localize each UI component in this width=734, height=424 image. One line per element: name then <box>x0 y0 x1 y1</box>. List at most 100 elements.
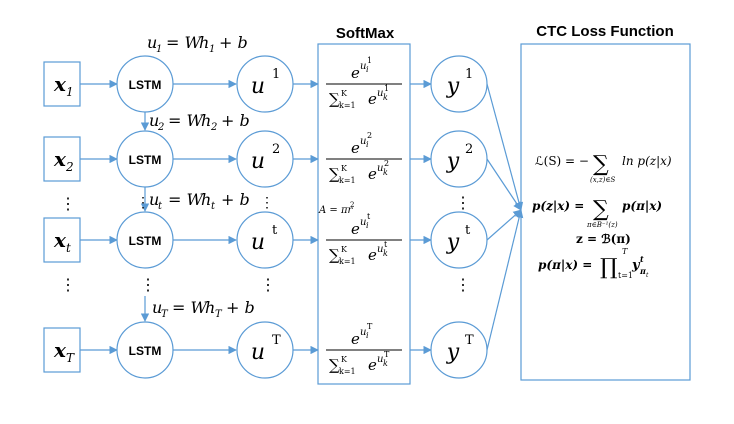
svg-text:i: i <box>366 221 369 230</box>
input-x1: x <box>53 72 67 96</box>
equation-u1: u 1 = W h 1 + b <box>147 33 248 55</box>
svg-text:e: e <box>351 139 360 157</box>
ctc-ppi-formula: p(π|x) = ∏ T t=1 y t π t <box>538 247 649 280</box>
svg-text:T: T <box>622 247 628 256</box>
svg-text:h: h <box>201 111 211 130</box>
softmax-fraction-1: e u i 1 ∑ K k=1 e u k 1 <box>326 56 402 110</box>
svg-text:p(π|x) =: p(π|x) = <box>538 258 592 272</box>
svg-text:k=1: k=1 <box>339 101 356 110</box>
input-xt-sub: t <box>66 241 71 255</box>
input-xt: x <box>53 228 67 252</box>
svg-text:2: 2 <box>210 122 217 133</box>
lstm-label-T: LSTM <box>129 344 162 358</box>
area-formula: A = πr 2 <box>318 201 354 216</box>
dots-u-low: ⋮ <box>260 275 276 294</box>
svg-text:T: T <box>161 309 169 320</box>
svg-text:∑: ∑ <box>329 165 340 183</box>
svg-text:∏: ∏ <box>600 255 618 280</box>
svg-text:u: u <box>147 33 157 52</box>
row-2: x 2 LSTM u 2 e u i 2 ∑ K k=1 e u k 2 y 2 <box>43 130 488 188</box>
softmax-box <box>317 43 411 385</box>
svg-text:1: 1 <box>384 84 389 93</box>
svg-text:∑: ∑ <box>329 246 340 264</box>
lstm-label-2: LSTM <box>129 153 162 167</box>
y-node-t-main: y <box>446 230 460 255</box>
input-xT-box <box>43 327 81 373</box>
svg-text:K: K <box>341 89 348 98</box>
svg-text:t: t <box>158 201 163 212</box>
svg-text:u: u <box>152 298 162 317</box>
ctc-loss-formula: ℒ(S) = − ∑ (x,z)∈S ln p(z|x) <box>535 152 672 184</box>
input-x2: x <box>53 147 67 171</box>
svg-text:2: 2 <box>367 131 372 140</box>
svg-text:K: K <box>341 164 348 173</box>
svg-text:1: 1 <box>209 44 215 55</box>
svg-text:u: u <box>377 354 383 365</box>
edge-yt-ctc <box>486 209 522 241</box>
svg-text:ln p(z|x): ln p(z|x) <box>622 154 672 168</box>
svg-text:i: i <box>366 331 369 340</box>
lstm-label-1: LSTM <box>129 78 162 92</box>
dots-input-mid: ⋮ <box>60 194 76 213</box>
input-xT-sub: T <box>66 351 75 365</box>
svg-text:t: t <box>211 201 216 212</box>
input-x2-sub: 2 <box>65 160 74 174</box>
svg-text:2: 2 <box>384 159 389 168</box>
svg-text:k: k <box>383 93 388 102</box>
svg-text:k=1: k=1 <box>339 176 356 185</box>
ctc-box <box>520 43 691 381</box>
svg-text:i: i <box>366 65 369 74</box>
y-node-t-sup: t <box>465 223 471 238</box>
svg-text:T: T <box>367 322 373 331</box>
svg-text:u: u <box>377 88 383 99</box>
softmax-header: SoftMax <box>336 25 395 42</box>
svg-text:= W: = W <box>168 111 204 130</box>
svg-text:e: e <box>368 90 377 108</box>
softmax-fraction-2: e u i 2 ∑ K k=1 e u k 2 <box>326 131 402 185</box>
svg-text:u: u <box>360 136 366 147</box>
svg-text:π∈B⁻¹(z): π∈B⁻¹(z) <box>586 221 618 229</box>
u-node-2-main: u <box>251 149 265 174</box>
u-node-1-sup: 1 <box>272 67 280 82</box>
svg-text:K: K <box>341 245 348 254</box>
input-x1-sub: 1 <box>66 85 74 99</box>
y-node-T-sup: T <box>465 333 474 348</box>
softmax-fraction-t: e u i t ∑ K k=1 e u k t <box>326 212 402 266</box>
svg-text:(x,z)∈S: (x,z)∈S <box>590 176 616 184</box>
svg-text:e: e <box>351 330 360 348</box>
row-1: x 1 LSTM u 1 e u i 1 ∑ K k=1 e u k 1 y 1 <box>43 55 488 113</box>
lstm-label-t: LSTM <box>129 234 162 248</box>
svg-text:K: K <box>341 355 348 364</box>
svg-text:ℒ(S) = −: ℒ(S) = − <box>535 154 589 168</box>
svg-text:t: t <box>384 240 388 249</box>
svg-text:y: y <box>631 258 641 273</box>
input-xT: x <box>53 338 67 362</box>
svg-text:t: t <box>646 272 649 279</box>
svg-text:p(π|x): p(π|x) <box>622 199 662 213</box>
svg-text:2: 2 <box>157 122 164 133</box>
dots-ut-right: ⋮ <box>260 195 274 211</box>
svg-text:t: t <box>640 254 644 264</box>
dots-ut-left: ⋮ <box>136 195 150 211</box>
svg-text:k: k <box>383 249 388 258</box>
u-node-2-sup: 2 <box>272 142 280 157</box>
svg-text:t=1: t=1 <box>618 271 633 280</box>
svg-text:π: π <box>639 266 646 276</box>
svg-text:= W: = W <box>172 298 208 317</box>
input-x1-box <box>43 61 81 107</box>
ctc-pz-formula: p(z|x) = ∑ π∈B⁻¹(z) p(π|x) <box>532 197 662 229</box>
u-node-1-main: u <box>251 74 265 99</box>
dots-y-low: ⋮ <box>455 275 471 294</box>
svg-text:u: u <box>360 217 366 228</box>
ctc-z-formula: z = ℬ(π) <box>576 232 631 246</box>
row-t: x t LSTM u t e u i t ∑ K k=1 e u k t y t <box>43 211 488 269</box>
dots-lstm-low: ⋮ <box>140 275 156 294</box>
svg-text:u: u <box>360 327 366 338</box>
svg-text:∑: ∑ <box>593 197 609 222</box>
svg-text:e: e <box>368 246 377 264</box>
dots-y-mid: ⋮ <box>455 193 471 212</box>
row-T: x T LSTM u T e u i T ∑ K k=1 e u k T y T <box>43 321 488 379</box>
u-node-t-main: u <box>251 230 265 255</box>
input-x2-box <box>43 136 81 182</box>
svg-text:u: u <box>149 190 159 209</box>
